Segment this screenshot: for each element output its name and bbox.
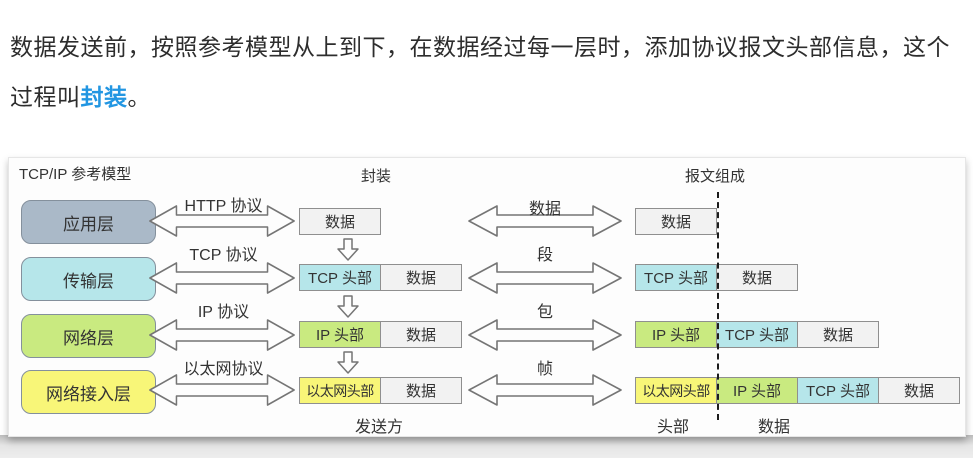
- dashed-separator: [717, 192, 719, 420]
- packet-segment: 数据: [635, 208, 717, 235]
- protocol-label-ip: IP 协议: [197, 304, 250, 321]
- protocol-label-tcp: TCP 协议: [189, 247, 258, 264]
- data-part-label: 数据: [757, 419, 790, 436]
- unit-label-data: 数据: [528, 201, 561, 218]
- packet-segment: 数据: [380, 377, 462, 404]
- double-arrow-icon: [468, 319, 622, 351]
- packet-segment: 数据: [797, 321, 879, 348]
- unit-label-segment: 段: [536, 247, 553, 264]
- intro-text: 数据发送前，按照参考模型从上到下，在数据经过每一层时，添加协议报文头部信息，这个…: [10, 22, 960, 122]
- header-part-label: 头部: [656, 419, 689, 436]
- double-arrow-icon: [149, 319, 295, 351]
- sender-label: 发送方: [354, 419, 403, 436]
- packet-segment: IP 头部: [635, 321, 717, 348]
- packet-row-middle-2: TCP 头部 数据: [299, 264, 462, 291]
- packet-row-middle-3: IP 头部 数据: [299, 321, 462, 348]
- header-encapsulation-label: 封装: [361, 168, 392, 185]
- header-composition-label: 报文组成: [685, 168, 746, 185]
- protocol-label-http: HTTP 协议: [184, 198, 263, 215]
- packet-segment: 数据: [716, 264, 798, 291]
- packet-segment: IP 头部: [299, 321, 381, 348]
- layer-box-transport: 传输层: [21, 257, 156, 301]
- layer-box-network-access: 网络接入层: [21, 370, 156, 414]
- packet-segment: 以太网头部: [299, 377, 381, 404]
- down-arrow-icon: [337, 238, 359, 261]
- intro-text-before: 数据发送前，按照参考模型从上到下，在数据经过每一层时，添加协议报文头部信息，这个…: [10, 34, 950, 110]
- packet-segment: TCP 头部: [716, 321, 798, 348]
- page-shadow-strip: [0, 435, 973, 458]
- unit-label-frame: 帧: [536, 361, 553, 378]
- packet-segment: 数据: [299, 208, 381, 235]
- packet-segment: TCP 头部: [635, 264, 717, 291]
- header-model-label: TCP/IP 参考模型: [19, 166, 132, 183]
- encapsulation-link[interactable]: 封装: [80, 84, 128, 110]
- double-arrow-icon: [468, 262, 622, 294]
- unit-label-packet: 包: [536, 304, 553, 321]
- down-arrow-icon: [337, 351, 359, 374]
- packet-segment: 以太网头部: [635, 377, 717, 404]
- packet-segment: TCP 头部: [299, 264, 381, 291]
- packet-row-right-1: 数据: [635, 208, 717, 235]
- down-arrow-icon: [337, 295, 359, 318]
- packet-row-right-3: IP 头部 TCP 头部 数据: [635, 321, 879, 348]
- layer-box-application: 应用层: [21, 200, 156, 244]
- layer-box-network: 网络层: [21, 314, 156, 358]
- packet-segment: 数据: [878, 377, 960, 404]
- packet-segment: 数据: [380, 264, 462, 291]
- packet-segment: TCP 头部: [797, 377, 879, 404]
- packet-row-middle-4: 以太网头部 数据: [299, 377, 462, 404]
- packet-row-right-4: 以太网头部 IP 头部 TCP 头部 数据: [635, 377, 960, 404]
- packet-segment: 数据: [380, 321, 462, 348]
- packet-row-middle-1: 数据: [299, 208, 381, 235]
- intro-text-after: 。: [127, 84, 151, 110]
- double-arrow-icon: [149, 262, 295, 294]
- protocol-label-eth: 以太网协议: [183, 361, 264, 378]
- diagram-panel: TCP/IP 参考模型 封装 报文组成 应用层 传输层 网络层 网络接入层 HT…: [8, 157, 966, 437]
- packet-segment: IP 头部: [716, 377, 798, 404]
- packet-row-right-2: TCP 头部 数据: [635, 264, 798, 291]
